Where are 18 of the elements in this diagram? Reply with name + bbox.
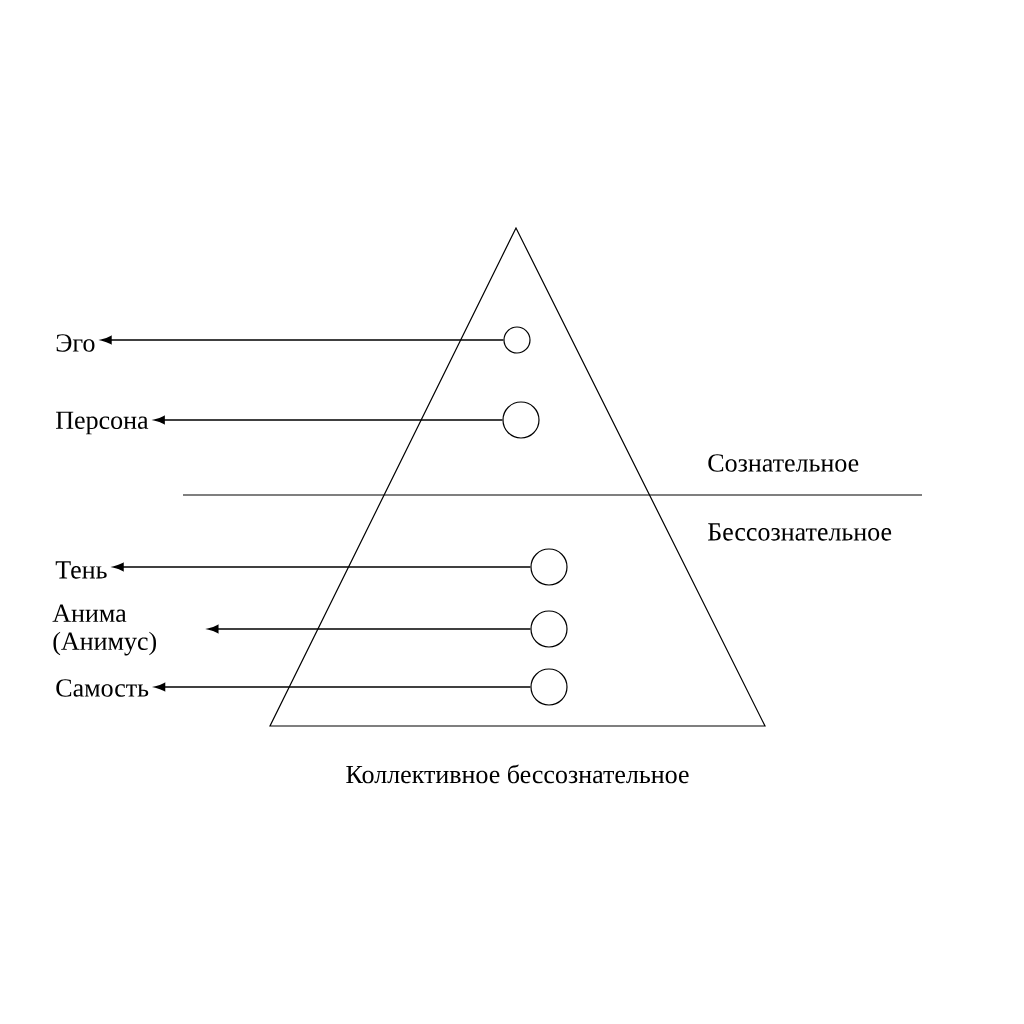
arrow [101, 335, 505, 345]
node-label: Коллективное бессознательное [346, 764, 689, 784]
circle [530, 668, 568, 706]
layer-label: Бессознательное [708, 523, 892, 541]
text-label: Тень [55, 561, 107, 579]
arrow [113, 562, 532, 572]
circle [503, 326, 531, 354]
text-label: Эго [56, 334, 95, 352]
circle [502, 401, 540, 439]
arrow [154, 415, 504, 425]
arrow [207, 624, 532, 634]
layer-label: Сознательное [708, 454, 859, 472]
text-label: Самость [56, 679, 149, 697]
arrow [154, 682, 532, 692]
text-label: Анима (Анимус) [52, 604, 157, 656]
circle [530, 548, 568, 586]
text-label: Персона [56, 411, 149, 435]
circle [530, 610, 568, 648]
